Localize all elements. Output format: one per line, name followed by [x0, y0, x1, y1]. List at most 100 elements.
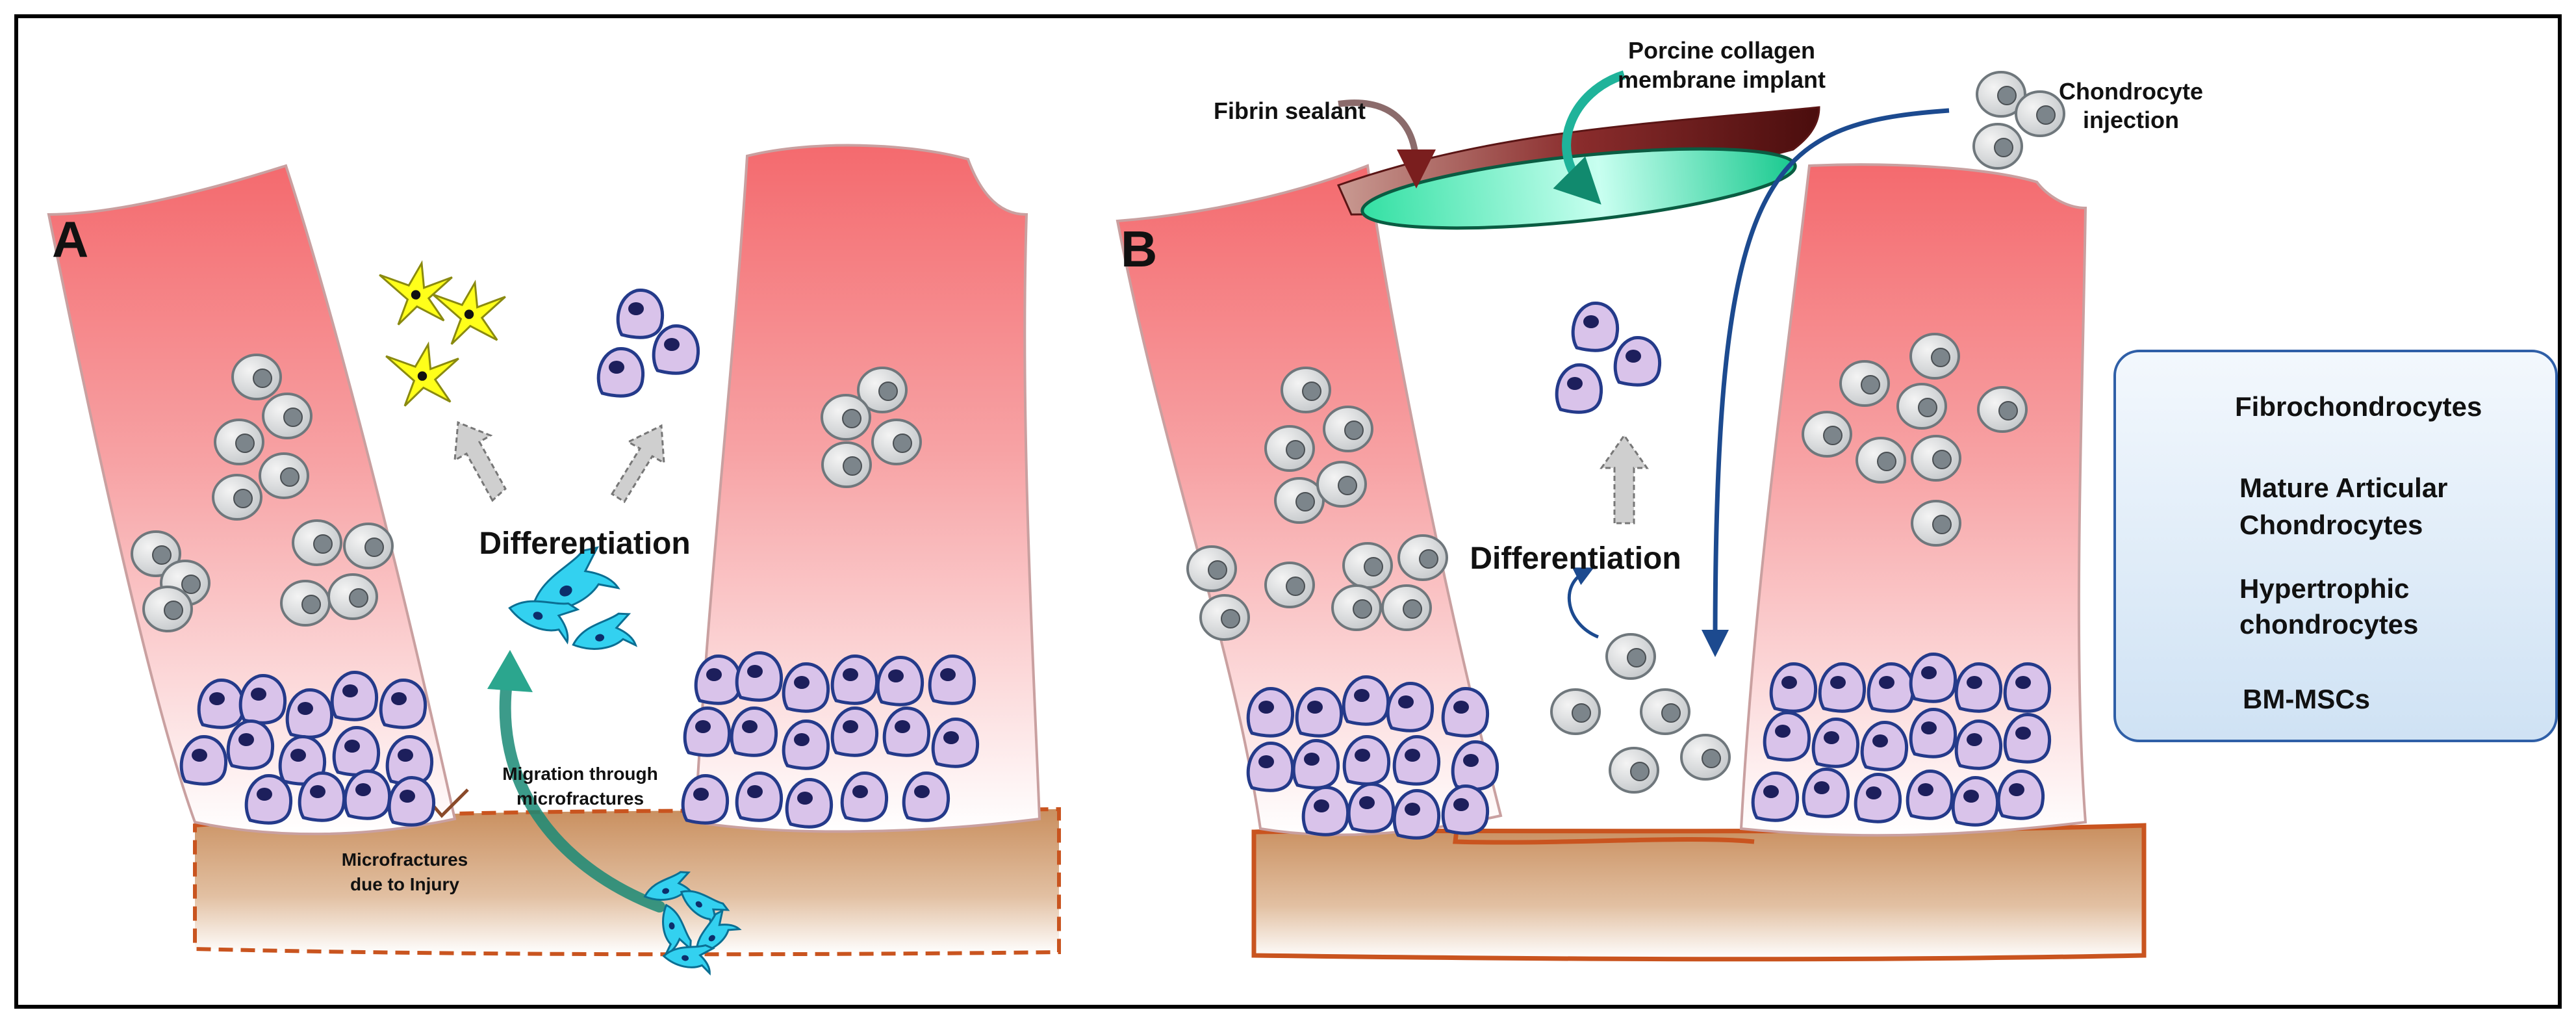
hypertrophic-chondrocyte-icon: [616, 289, 665, 339]
membrane-arrow: [1553, 70, 1626, 205]
mature-chondrocyte-icon: [1680, 734, 1731, 781]
legend-label-fibrochondrocytes: Fibrochondrocytes: [2235, 391, 2482, 422]
hypertrophic-chondrocyte-icon: [244, 774, 293, 825]
hypertrophic-chondrocyte-icon: [1751, 771, 1800, 822]
hypertrophic-chondrocyte-icon: [1954, 719, 2003, 770]
mature-chondrocyte-icon: [142, 586, 193, 632]
mature-chondrocyte-icon: [280, 580, 331, 627]
fibrin-arrow: [1338, 99, 1436, 188]
hypertrophic-chondrocyte-icon: [1386, 682, 1435, 732]
mature-chondrocyte-icon: [1605, 633, 1656, 680]
hypertrophic-chondrocyte-icon: [1909, 708, 1958, 758]
migration-arrow: [499, 677, 665, 913]
differentiation-curve-arrow: [1567, 567, 1599, 639]
hypertrophic-chondrocyte-icon: [1571, 302, 1620, 352]
hypertrophic-chondrocyte-icon: [1769, 662, 1818, 713]
hypertrophic-chondrocyte-icon: [840, 771, 889, 822]
differentiation-label-a: Differentiation: [479, 526, 690, 561]
hypertrophic-chondrocyte-icon: [931, 718, 980, 768]
hypertrophic-chondrocyte-icon: [1301, 786, 1350, 836]
mature-chondrocyte-icon: [1839, 360, 1890, 407]
hypertrophic-chondrocyte-icon: [1954, 662, 2003, 713]
hypertrophic-chondrocyte-icon: [730, 706, 778, 757]
bm-msc-icon: [508, 600, 580, 645]
hypertrophic-chondrocyte-icon: [226, 719, 275, 770]
hypertrophic-chondrocyte-icon: [1860, 721, 1909, 771]
mature-chondrocyte-icon: [131, 530, 181, 577]
hypertrophic-chondrocyte-icon: [343, 770, 392, 820]
mature-chondrocyte-icon: [1550, 688, 1601, 735]
mature-chondrocyte-icon: [1972, 123, 2023, 170]
gray-arrow-b: [1600, 434, 1649, 524]
injection-arrow: [1702, 108, 1950, 657]
mature-chondrocyte-icon: [857, 367, 908, 413]
panel-b-letter: B: [1121, 220, 1157, 278]
injection-label-line2: injection: [2083, 107, 2179, 133]
mature-chondrocyte-icon: [1640, 688, 1690, 735]
mature-chondrocyte-icon: [1186, 545, 1237, 592]
mature-chondrocyte-icon: [821, 441, 872, 488]
hypertrophic-chondrocyte-icon: [1246, 742, 1295, 792]
mature-chondrocyte-icon: [1909, 333, 1960, 380]
hypertrophic-chondrocyte-icon: [330, 671, 379, 721]
mature-chondrocyte-icon: [1199, 594, 1250, 641]
hypertrophic-chondrocyte-icon: [596, 347, 645, 398]
mature-chondrocyte-icon: [1274, 477, 1325, 524]
hypertrophic-chondrocyte-icon: [652, 324, 700, 375]
hypertrophic-chondrocyte-icon: [785, 778, 834, 829]
membrane-label-line2: membrane implant: [1618, 66, 1826, 93]
gray-arrow-hypertrophic-a: [610, 424, 665, 504]
hypertrophic-chondrocyte-icon: [1996, 770, 2045, 820]
mature-chondrocyte-icon: [1264, 562, 1315, 608]
hypertrophic-chondrocyte-icon: [1802, 768, 1850, 818]
hypertrophic-chondrocyte-icon: [1909, 653, 1958, 703]
migration-label-line1: Migration through: [502, 764, 658, 784]
hypertrophic-chondrocyte-icon: [1818, 662, 1867, 713]
mature-chondrocyte-icon: [821, 394, 871, 441]
legend-label-mature-2: Chondrocytes: [2239, 510, 2423, 540]
hypertrophic-chondrocyte-icon: [1342, 735, 1391, 786]
legend-label-mature-1: Mature Articular: [2239, 473, 2448, 503]
hypertrophic-chondrocyte-icon: [782, 662, 830, 713]
mature-chondrocyte-icon: [327, 573, 378, 620]
mature-chondrocyte-icon: [1855, 437, 1906, 484]
mature-chondrocyte-icon: [1397, 534, 1448, 581]
hypertrophic-chondrocyte-icon: [1951, 776, 2000, 827]
hypertrophic-chondrocyte-icon: [1392, 735, 1441, 786]
mature-chondrocyte-icon: [1896, 383, 1947, 430]
mature-chondrocyte-icon: [1911, 500, 1961, 547]
migration-arrowhead: [487, 650, 533, 692]
mature-chondrocyte-icon: [292, 519, 342, 566]
mature-chondrocyte-icon: [1976, 71, 2026, 118]
hypertrophic-chondrocyte-icon: [876, 656, 925, 706]
mature-chondrocyte-icon: [1381, 584, 1432, 631]
bm-msc-icon: [572, 612, 638, 650]
cells-layer: [131, 71, 2224, 976]
hypertrophic-chondrocyte-icon: [902, 771, 950, 822]
hypertrophic-chondrocyte-icon: [1906, 770, 1954, 820]
hypertrophic-chondrocyte-icon: [278, 735, 327, 786]
legend-label-hypertrophic-2: chondrocytes: [2239, 609, 2418, 640]
hypertrophic-chondrocyte-icon: [1613, 336, 1662, 387]
hypertrophic-chondrocyte-icon: [2003, 713, 2052, 764]
mature-chondrocyte-icon: [1977, 386, 2028, 433]
legend-label-hypertrophic-1: Hypertrophic: [2239, 573, 2409, 604]
mature-chondrocyte-icon: [1264, 425, 1315, 472]
hypertrophic-chondrocyte-icon: [1246, 687, 1295, 738]
cartilage-right-b: [1739, 163, 2087, 837]
hypertrophic-chondrocyte-icon: [1867, 662, 1915, 713]
mature-chondrocyte-icon: [212, 474, 262, 521]
hypertrophic-chondrocyte-icon: [285, 688, 334, 739]
hypertrophic-chondrocyte-icon: [1392, 789, 1441, 840]
hypertrophic-chondrocyte-icon: [782, 719, 830, 770]
hypertrophic-chondrocyte-icon: [1763, 711, 1811, 762]
hypertrophic-chondrocyte-icon: [1854, 773, 1902, 823]
mature-chondrocyte-icon: [1342, 542, 1393, 589]
mature-chondrocyte-icon: [259, 452, 309, 499]
membrane-label-line1: Porcine collagen: [1628, 37, 1815, 64]
legend-label-bm-mscs: BM-MSCs: [2243, 684, 2370, 714]
mature-chondrocyte-icon: [1331, 584, 1382, 631]
legend-box: [2113, 350, 2558, 742]
hypertrophic-chondrocyte-icon: [830, 706, 879, 757]
